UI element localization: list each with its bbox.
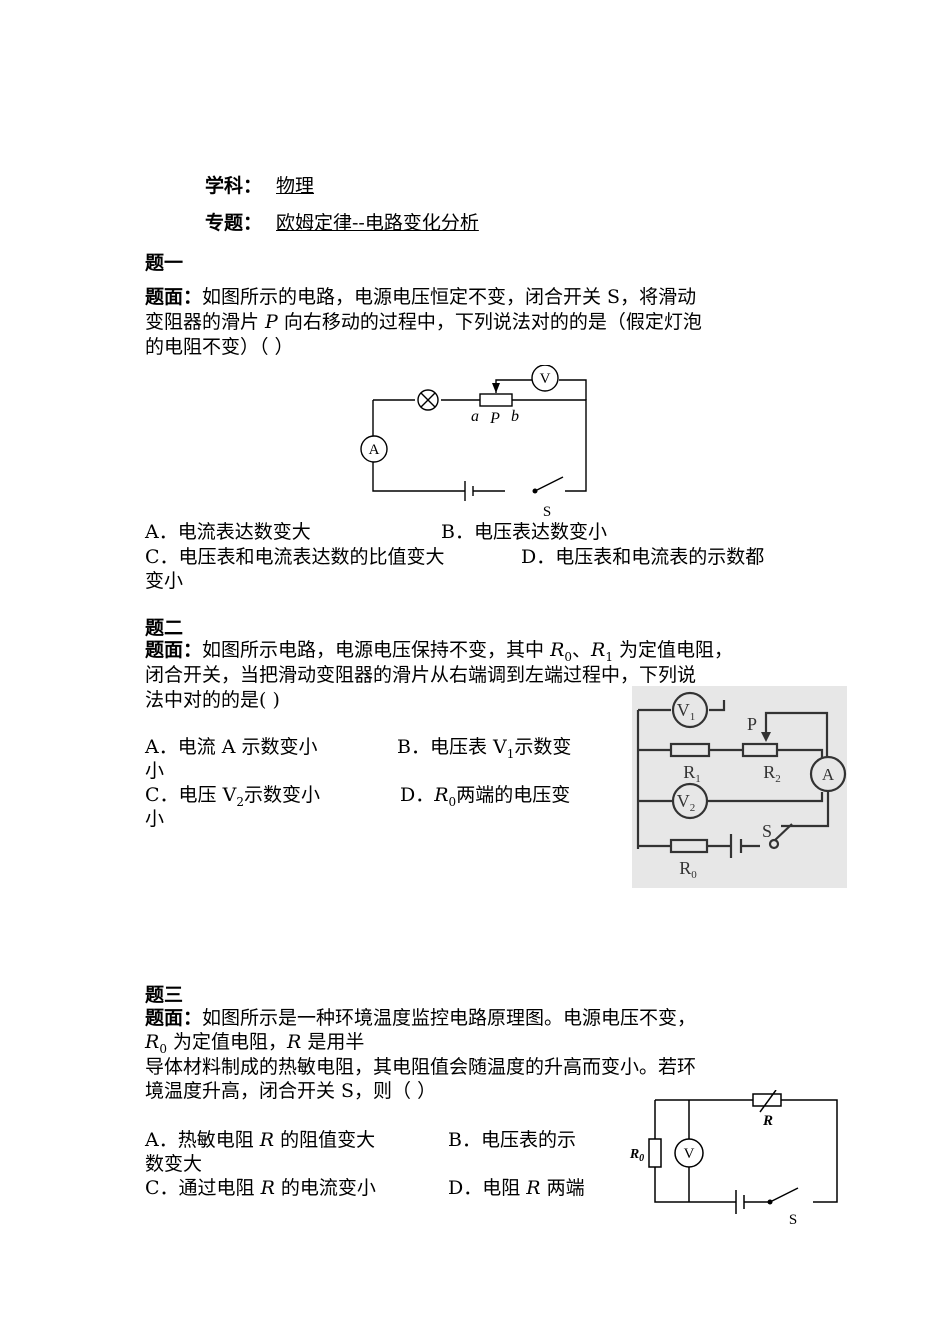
topic-value: 欧姆定律--电路变化分析: [276, 212, 479, 234]
q3-option-b: B．电压表的示: [448, 1129, 576, 1151]
q3-stem-line3: 导体材料制成的热敏电阻，其电阻值会随温度的升高而变小。若环: [145, 1056, 697, 1078]
q2-option-a: A．电流 A 示数变小: [145, 736, 318, 758]
q3-stem-line4: 境温度升高，闭合开关 S，则（ ）: [145, 1080, 437, 1102]
q3-circuit-diagram: R R0 V S: [629, 1090, 838, 1228]
q1-fig-ammeter-label: A: [369, 442, 380, 458]
q3-fig-switch-label: S: [789, 1212, 797, 1228]
q3-title: 题三: [145, 984, 184, 1006]
q1-option-b: B．电压表达数变小: [441, 521, 607, 543]
q2-stem-line2: 闭合开关，当把滑动变阻器的滑片从右端调到左端过程中，下列说: [145, 664, 697, 686]
q3-option-c: C．通过电阻 R 的电流变小: [145, 1177, 376, 1199]
q1-option-a: A．电流表达数变大: [145, 521, 311, 543]
q1-stem-line2: 变阻器的滑片 P 向右移动的过程中，下列说法对的的是（假定灯泡: [145, 311, 702, 333]
q2-stem-line3: 法中对的的是( ): [145, 689, 280, 711]
q1-fig-voltmeter-label: V: [540, 371, 551, 387]
q2-fig-r1-label: R1: [683, 762, 701, 785]
q2-circuit-diagram: V1 V2 P R1 R2 A S R0: [632, 686, 847, 888]
q1-option-d-cont: 变小: [145, 570, 184, 592]
q2-fig-r2-label: R2: [763, 762, 781, 785]
q1-fig-switch-label: S: [543, 504, 551, 520]
q3-fig-voltmeter-label: V: [684, 1146, 695, 1162]
subject-label: 学科：: [205, 175, 263, 197]
q1-fig-label-b: b: [511, 408, 519, 425]
q2-option-b-cont: 小: [145, 760, 165, 782]
q1-title: 题一: [145, 252, 184, 274]
q2-fig-v1-label: V1: [677, 700, 696, 723]
q1-stem-line1: 题面：如图所示的电路，电源电压恒定不变，闭合开关 S，将滑动: [145, 286, 697, 308]
q2-fig-ammeter-label: A: [822, 765, 835, 784]
q2-stem-line1: 题面：如图所示电路，电源电压保持不变，其中 R0、R1 为定值电阻，: [145, 639, 734, 664]
q1-option-c: C．电压表和电流表达数的比值变大: [145, 546, 445, 568]
topic-label: 专题：: [205, 212, 263, 234]
q2-option-b: B．电压表 V1示数变: [397, 736, 572, 761]
q2-fig-v2-label: V2: [677, 791, 696, 814]
q2-fig-slider-label: P: [747, 714, 757, 734]
q2-title: 题二: [145, 617, 184, 639]
subject-value: 物理: [276, 175, 315, 197]
q3-stem-line2: R0 为定值电阻，R 是用半: [145, 1031, 365, 1056]
q2-fig-r0-label: R0: [679, 858, 697, 881]
q1-option-d: D．电压表和电流表的示数都: [521, 546, 765, 568]
q1-fig-label-a: a: [471, 408, 479, 425]
q3-option-a: A．热敏电阻 R 的阻值变大: [145, 1129, 376, 1151]
q2-option-d: D．R0两端的电压变: [400, 784, 571, 809]
q3-stem-line1: 题面：如图所示是一种环境温度监控电路原理图。电源电压不变，: [145, 1007, 697, 1029]
q3-fig-r-label: R: [762, 1113, 773, 1129]
q3-fig-r0-label: R0: [629, 1147, 644, 1164]
q2-option-c: C．电压 V2示数变小: [145, 784, 320, 809]
q2-fig-switch-label: S: [762, 821, 772, 841]
q1-circuit-diagram: V A a P b S: [360, 365, 587, 520]
q1-fig-label-p: P: [489, 410, 500, 427]
q1-stem-line3: 的电阻不变）（ ）: [145, 336, 294, 358]
q3-option-d: D．电阻 R 两端: [448, 1177, 585, 1199]
q3-option-b-cont: 数变大: [145, 1153, 203, 1175]
q2-option-d-cont: 小: [145, 808, 165, 830]
